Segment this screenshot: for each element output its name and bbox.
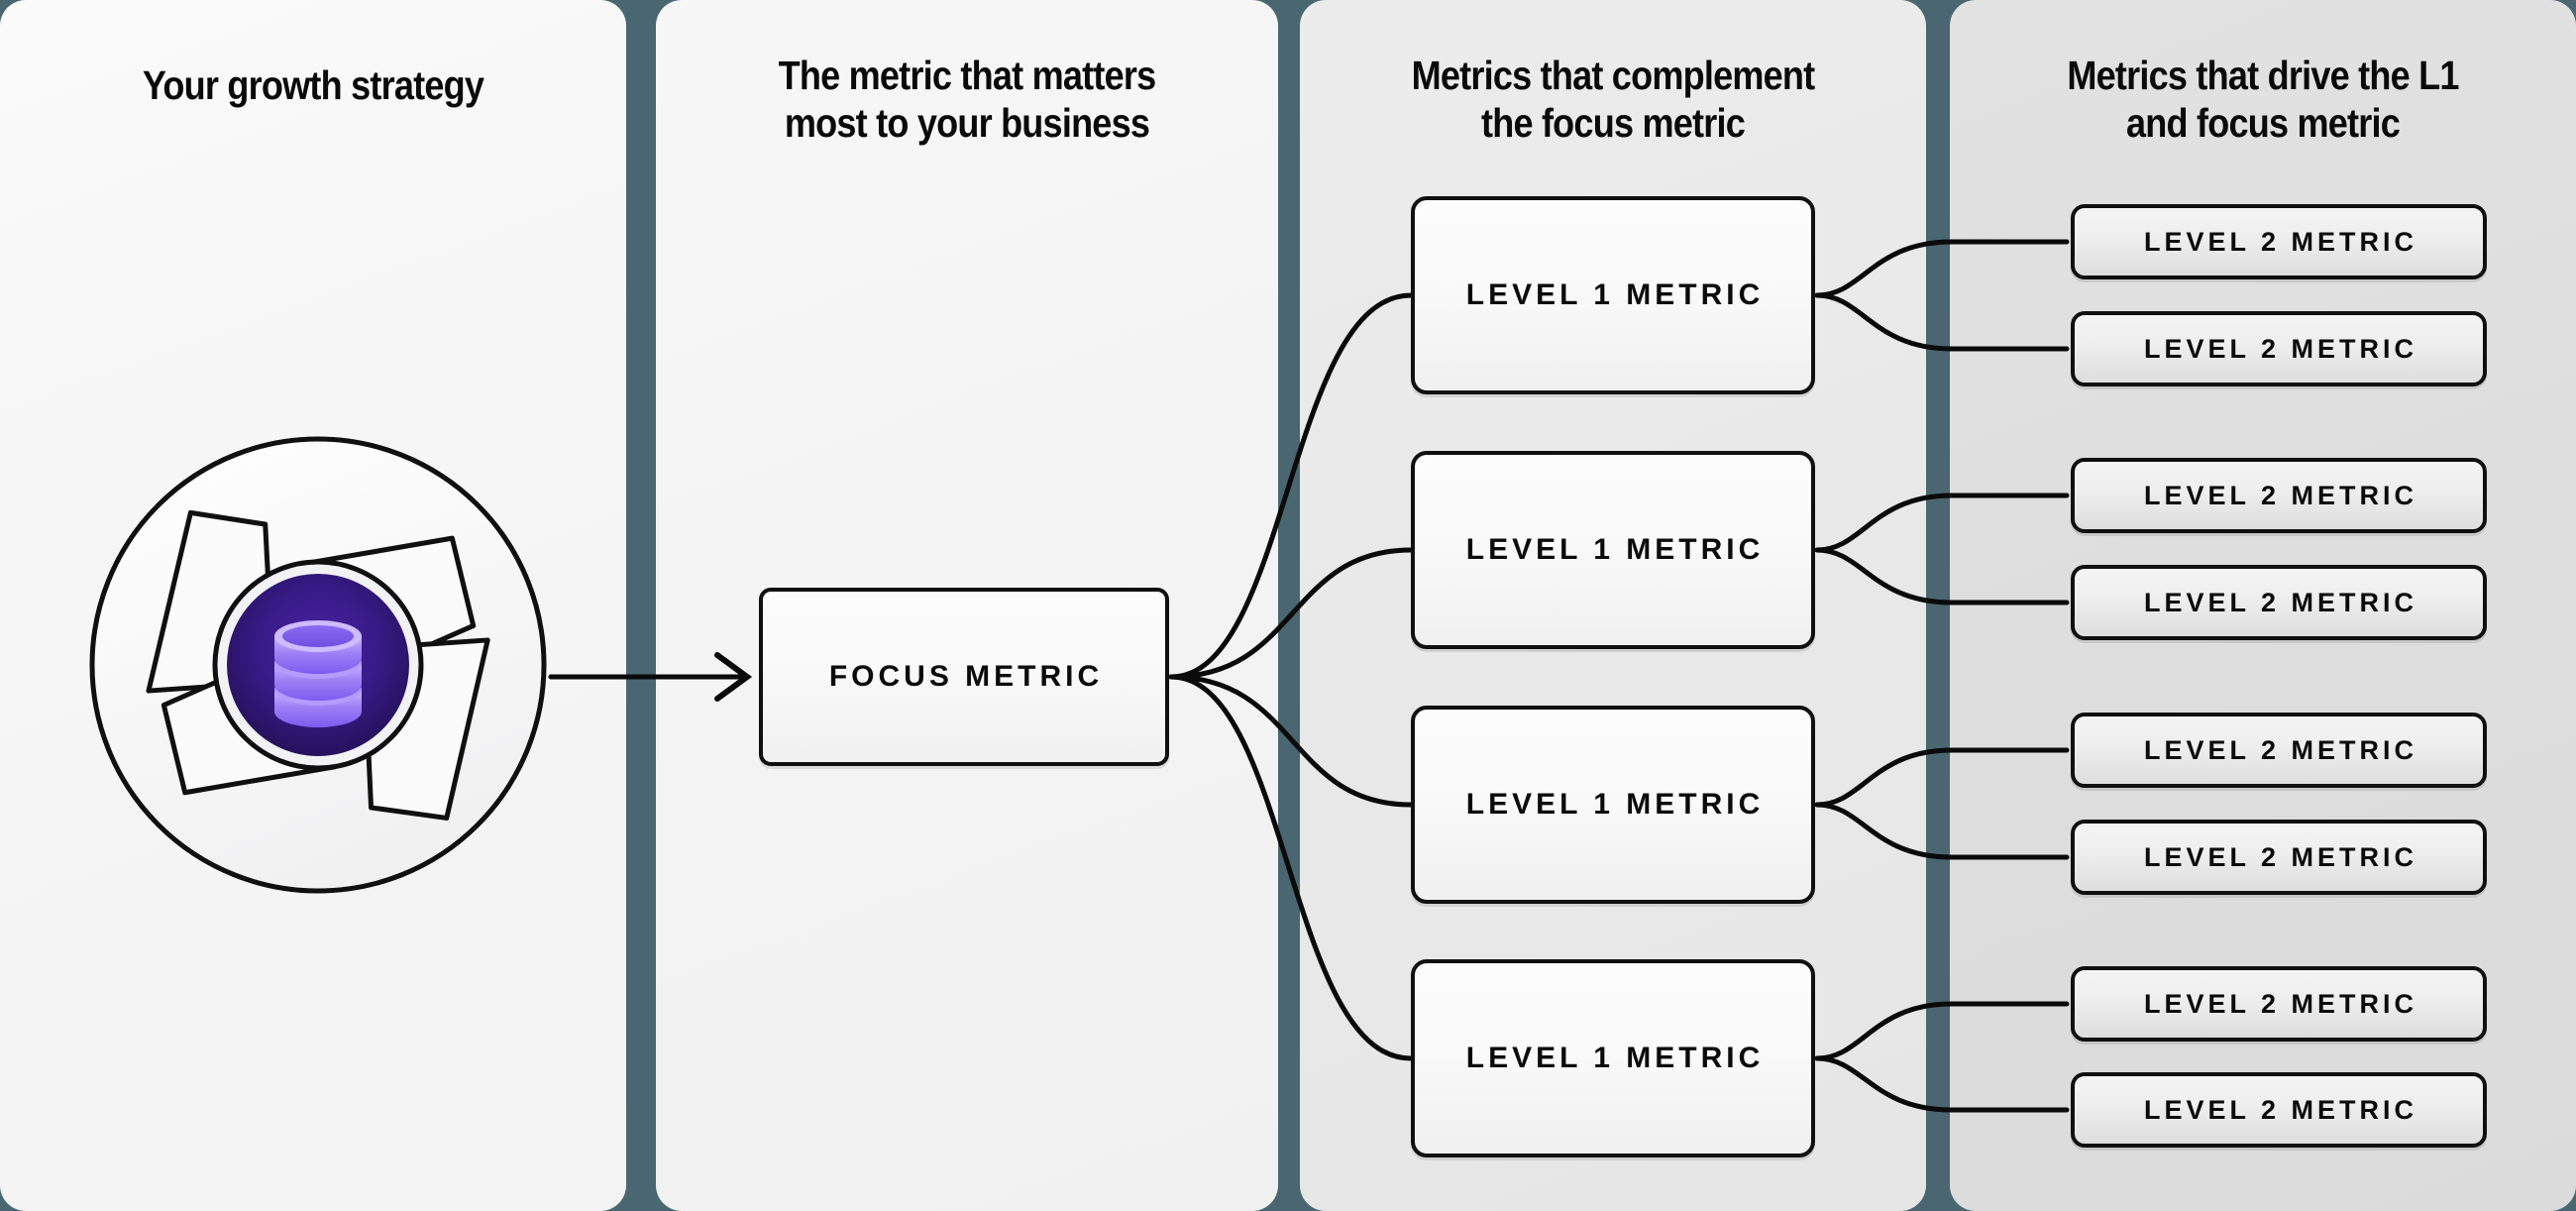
node-level-2-metric-4[interactable]: LEVEL 2 METRIC (2071, 565, 2487, 640)
column-header-growth-strategy: Your growth strategy (142, 62, 484, 108)
column-header-focus-metric: The metric that matters most to your bus… (778, 53, 1157, 147)
aperture-database-logo (87, 434, 549, 896)
node-level-1-metric-3[interactable]: LEVEL 1 METRIC (1411, 706, 1815, 904)
database-icon (274, 620, 362, 727)
node-level-2-metric-3[interactable]: LEVEL 2 METRIC (2071, 458, 2487, 533)
node-focus-metric[interactable]: FOCUS METRIC (759, 588, 1169, 766)
node-level-2-metric-2[interactable]: LEVEL 2 METRIC (2071, 311, 2487, 386)
node-level-2-metric-8[interactable]: LEVEL 2 METRIC (2071, 1072, 2487, 1148)
node-level-1-metric-2[interactable]: LEVEL 1 METRIC (1411, 451, 1815, 649)
node-level-1-metric-4[interactable]: LEVEL 1 METRIC (1411, 959, 1815, 1157)
node-level-2-metric-5[interactable]: LEVEL 2 METRIC (2071, 713, 2487, 788)
node-level-2-metric-6[interactable]: LEVEL 2 METRIC (2071, 820, 2487, 895)
node-level-2-metric-7[interactable]: LEVEL 2 METRIC (2071, 966, 2487, 1042)
column-header-level-1-metrics: Metrics that complement the focus metric (1411, 53, 1816, 147)
node-level-2-metric-1[interactable]: LEVEL 2 METRIC (2071, 204, 2487, 279)
column-header-level-2-metrics: Metrics that drive the L1 and focus metr… (2067, 53, 2459, 147)
node-level-1-metric-1[interactable]: LEVEL 1 METRIC (1411, 196, 1815, 394)
